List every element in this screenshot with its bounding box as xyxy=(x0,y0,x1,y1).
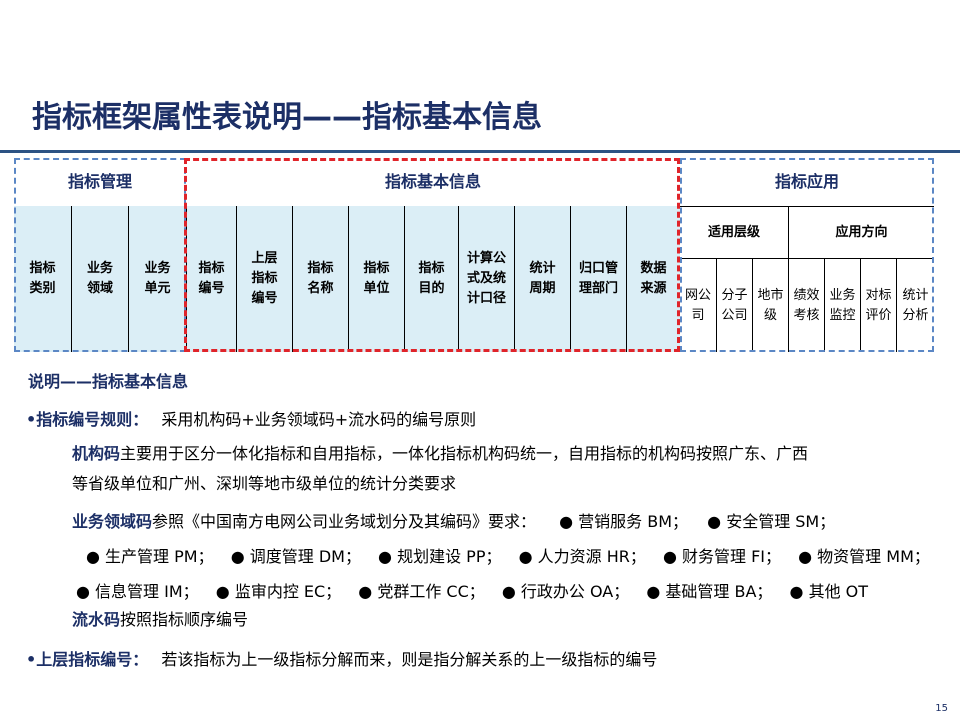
serial-code-line: 流水码按照指标顺序编号 xyxy=(72,606,248,630)
domain-code-label: 业务领域码 xyxy=(72,512,153,531)
rule1-text: 采用机构码+业务领域码+流水码的编号原则 xyxy=(161,410,477,429)
col-city-level: 地市级 xyxy=(752,258,788,352)
domain-item: ● 生产管理 PM； xyxy=(86,547,214,566)
serial-code-text: 按照指标顺序编号 xyxy=(120,610,249,629)
subgroup-applicable-level: 适用层级 xyxy=(680,206,788,258)
domain-item: ● 行政办公 OA； xyxy=(501,582,630,601)
rule1-label: •指标编号规则： xyxy=(26,410,149,429)
col-indicator-unit: 指标单位 xyxy=(348,206,404,352)
attribute-table: 指标管理 指标基本信息 指标应用 指标类别 业务领域 业务单元 指标编号 上层指… xyxy=(14,158,934,352)
col-statistical-analysis: 统计分析 xyxy=(896,258,934,352)
domain-item: ● 规划建设 PP； xyxy=(378,547,502,566)
col-business-monitor: 业务监控 xyxy=(824,258,860,352)
col-period: 统计周期 xyxy=(514,206,570,352)
col-indicator-code: 指标编号 xyxy=(186,206,236,352)
col-benchmark: 对标评价 xyxy=(860,258,896,352)
domain-code-line: 业务领域码参照《中国南方电网公司业务域划分及其编码》要求： ● 营销服务 BM；… xyxy=(72,508,835,532)
domain-item: ● 基础管理 BA； xyxy=(646,582,773,601)
org-code-text-2: 等省级单位和广州、深圳等地市级单位的统计分类要求 xyxy=(72,474,457,493)
org-code-line: 机构码主要用于区分一体化指标和自用指标，一体化指标机构码统一，自用指标的机构码按… xyxy=(72,440,808,464)
group-header-basic: 指标基本信息 xyxy=(186,158,680,206)
group-header-application: 指标应用 xyxy=(680,158,934,206)
rule2-line: •上层指标编号： 若该指标为上一级指标分解而来，则是指分解关系的上一级指标的编号 xyxy=(26,646,657,670)
domain-item: ● 营销服务 BM； xyxy=(559,512,689,531)
page-title: 指标框架属性表说明——指标基本信息 xyxy=(32,100,542,135)
page-number: 15 xyxy=(935,703,948,714)
col-indicator-purpose: 指标目的 xyxy=(404,206,458,352)
domain-item: ● 调度管理 DM； xyxy=(230,547,361,566)
domain-item: ● 党群工作 CC； xyxy=(358,582,485,601)
domain-item: ● 其他 OT xyxy=(789,582,869,601)
domain-items-row2: ● 生产管理 PM； ● 调度管理 DM； ● 规划建设 PP； ● 人力资源 … xyxy=(86,543,930,567)
col-performance: 绩效考核 xyxy=(788,258,824,352)
col-indicator-name: 指标名称 xyxy=(292,206,348,352)
col-category: 指标类别 xyxy=(14,206,71,352)
org-code-label: 机构码 xyxy=(72,444,121,463)
section-heading: 说明——指标基本信息 xyxy=(28,372,189,391)
domain-item: ● 安全管理 SM； xyxy=(707,512,836,531)
title-divider xyxy=(0,150,960,153)
domain-items-row3: ● 信息管理 IM； ● 监审内控 EC； ● 党群工作 CC； ● 行政办公 … xyxy=(76,578,868,602)
domain-item: ● 财务管理 FI； xyxy=(662,547,782,566)
domain-code-text: 参照《中国南方电网公司业务域划分及其编码》要求： xyxy=(152,512,537,531)
col-formula: 计算公式及统计口径 xyxy=(458,206,514,352)
col-business-unit: 业务单元 xyxy=(128,206,186,352)
col-parent-code: 上层指标编号 xyxy=(236,206,292,352)
group-header-management: 指标管理 xyxy=(14,158,186,206)
col-business-domain: 业务领域 xyxy=(71,206,128,352)
rule2-text: 若该指标为上一级指标分解而来，则是指分解关系的上一级指标的编号 xyxy=(161,650,658,669)
col-department: 归口管理部门 xyxy=(570,206,626,352)
rule1-line: •指标编号规则： 采用机构码+业务领域码+流水码的编号原则 xyxy=(26,406,476,430)
rule2-label: •上层指标编号： xyxy=(26,650,149,669)
domain-item: ● 信息管理 IM； xyxy=(76,582,199,601)
col-data-source: 数据来源 xyxy=(626,206,680,352)
subgroup-application-direction: 应用方向 xyxy=(788,206,934,258)
domain-item: ● 监审内控 EC； xyxy=(215,582,342,601)
serial-code-label: 流水码 xyxy=(72,610,121,629)
domain-item: ● 物资管理 MM； xyxy=(798,547,930,566)
col-net-company: 网公司 xyxy=(680,258,716,352)
col-subsidiary: 分子公司 xyxy=(716,258,752,352)
org-code-text: 主要用于区分一体化指标和自用指标，一体化指标机构码统一，自用指标的机构码按照广东… xyxy=(120,444,809,463)
domain-item: ● 人力资源 HR； xyxy=(518,547,646,566)
